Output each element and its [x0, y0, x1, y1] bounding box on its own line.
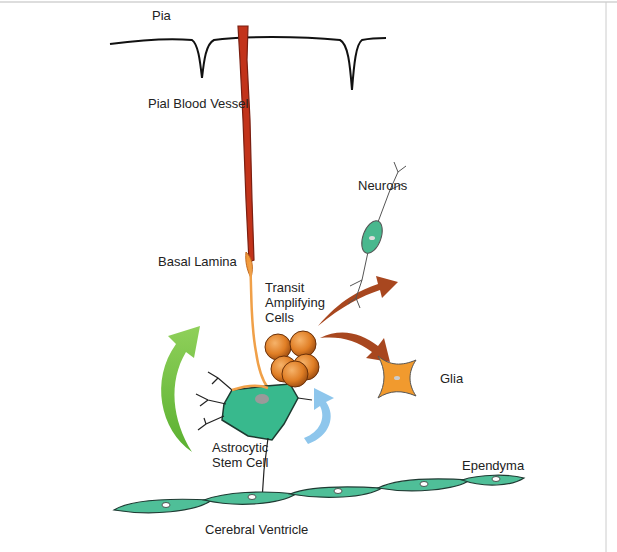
glia-label: Glia: [440, 371, 490, 386]
transit-cells-label: Transit Amplifying Cells: [265, 280, 341, 325]
neuron-body: [358, 218, 387, 256]
stem-cell-body: [222, 384, 298, 440]
ependymal-layer: [114, 475, 524, 513]
stem-cell-nucleus: [255, 394, 269, 404]
blood-vessel: [238, 26, 254, 262]
neuron-nucleus: [369, 236, 375, 240]
basal-lamina: [232, 386, 268, 390]
pia-label: Pia: [152, 8, 212, 23]
ependyma-label: Ependyma: [462, 458, 542, 473]
transit-cell: [290, 331, 316, 357]
differentiation-arrow: [318, 276, 398, 326]
frame-line: [0, 2, 617, 3]
division-arrow: [304, 388, 334, 444]
frame-line: [606, 2, 607, 552]
stem-cell-label: Astrocytic Stem Cell: [212, 440, 286, 470]
self-renewal-arrow: [161, 326, 200, 452]
vessel-label: Pial Blood Vessel: [148, 96, 268, 111]
lamina-label: Basal Lamina: [158, 254, 258, 269]
glia-nucleus: [394, 376, 400, 380]
ventricle-label: Cerebral Ventricle: [205, 522, 345, 537]
glia-cell: [378, 356, 416, 398]
transit-cell: [282, 361, 308, 387]
neurons-label: Neurons: [358, 178, 428, 193]
